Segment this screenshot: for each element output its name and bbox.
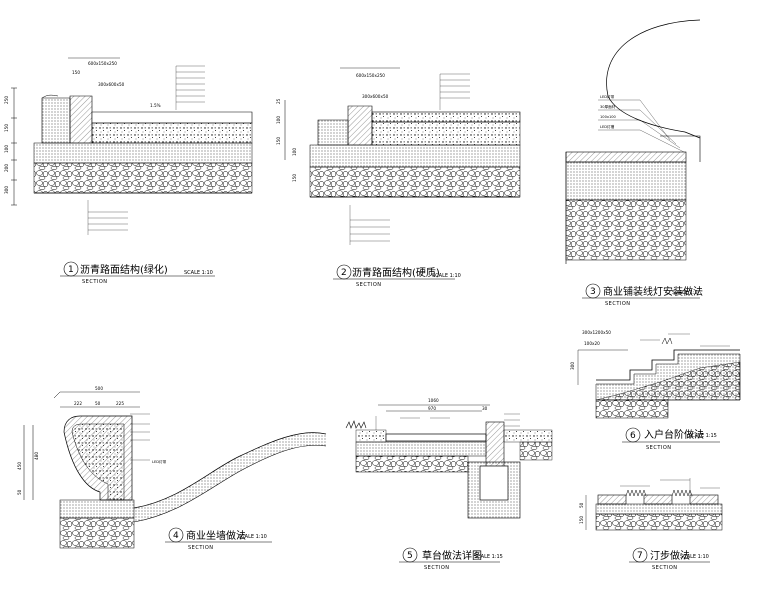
d3-ann-2: 100x100 xyxy=(600,115,617,119)
d5-sub: SECTION xyxy=(424,565,450,571)
detail-1: 250 150 100 200 300 600x150x250 150 300x… xyxy=(4,57,253,285)
detail-6: 300x1200x50 100x20 300 6 入户台阶做法 SCALE 1:… xyxy=(570,330,741,451)
d1-title: 沥青路面结构(绿化) xyxy=(80,263,168,276)
d6-dim-top-0: 300x1200x50 xyxy=(582,330,611,335)
d4-dim-top-0: 500 xyxy=(95,386,103,391)
d4-dim-left-2: 480 xyxy=(34,452,39,460)
d2-dim-top-1: 300x600x50 xyxy=(362,94,389,99)
d6-sub: SECTION xyxy=(646,445,672,451)
d7-dim-left-1: 150 xyxy=(579,516,584,524)
d7-title: 汀步做法 xyxy=(650,549,690,562)
d4-ann-0: LED灯带 xyxy=(152,459,167,464)
d1-dim-top-1: 150 xyxy=(72,70,80,75)
d5-dim-top-1: 970 xyxy=(428,406,436,411)
d2-dim-left-1: 100 xyxy=(276,116,281,124)
detail-5: 1060 970 30 5 草台做法详图 SCALE 1:15 SECTION xyxy=(345,398,553,571)
d6-number: 6 xyxy=(630,431,636,441)
d4-dim-left-0: 450 xyxy=(17,462,22,470)
d4-number: 4 xyxy=(173,531,179,541)
d4-dim-top-3: 225 xyxy=(116,401,124,406)
d2-number: 2 xyxy=(341,268,347,278)
d1-dim-left-4: 300 xyxy=(4,186,9,194)
d3-scale: SCALE 1:5 xyxy=(672,290,698,296)
d7-number: 7 xyxy=(637,551,643,561)
d6-title: 入户台阶做法 xyxy=(644,428,704,441)
d1-slope: 1.5% xyxy=(150,103,161,108)
d1-dim-left-2: 100 xyxy=(4,145,9,153)
d3-ann-3: LED灯槽 xyxy=(600,124,615,129)
d1-number: 1 xyxy=(68,265,74,275)
d3-ann-0: LED灯带 xyxy=(600,94,615,99)
d5-scale: SCALE 1:15 xyxy=(474,554,503,560)
d5-dim-top-0: 1060 xyxy=(428,398,439,403)
d7-dim-left-0: 50 xyxy=(579,502,584,508)
d6-dim-left-0: 300 xyxy=(570,362,575,370)
d4-sub: SECTION xyxy=(188,545,214,551)
d4-dim-top-2: 50 xyxy=(95,401,101,406)
d5-number: 5 xyxy=(407,551,413,561)
detail-3: LED灯带 30厚面材 100x100 LED灯槽 3 商业铺装线灯安装做法 S… xyxy=(565,19,703,307)
d4-dim-top-1: 222 xyxy=(74,401,82,406)
d3-title: 商业铺装线灯安装做法 xyxy=(603,285,703,298)
d4-scale: SCALE 1:10 xyxy=(238,534,267,540)
d3-number: 3 xyxy=(590,287,596,297)
d3-sub: SECTION xyxy=(605,301,631,307)
d5-dim-top-2: 30 xyxy=(482,406,488,411)
d2-dim-top-0: 600x150x250 xyxy=(356,73,385,78)
d2-dim-left-2: 150 xyxy=(276,137,281,145)
d6-dim-top-1: 100x20 xyxy=(584,341,600,346)
d1-dim-top-0: 600x150x250 xyxy=(88,61,117,66)
d2-scale: SCALE 1:10 xyxy=(432,273,461,279)
d2-dim-left-4: 150 xyxy=(292,174,297,182)
d5-title: 草台做法详图 xyxy=(422,549,482,562)
d1-scale: SCALE 1:10 xyxy=(184,270,213,276)
detail-2: 25 100 150 100 150 600x150x250 300x600x5… xyxy=(276,67,521,288)
detail-7: 50 150 7 汀步做法 SCALE 1:10 SECTION xyxy=(579,478,723,571)
d2-dim-left-0: 25 xyxy=(276,98,281,104)
d2-dim-left-3: 100 xyxy=(292,148,297,156)
d1-dim-left-3: 200 xyxy=(4,164,9,172)
d2-sub: SECTION xyxy=(356,282,382,288)
d7-scale: SCALE 1:10 xyxy=(680,554,709,560)
d4-dim-left-1: 50 xyxy=(17,489,22,495)
d3-ann-1: 30厚面材 xyxy=(600,104,616,109)
d1-sub: SECTION xyxy=(82,279,108,285)
d2-title: 沥青路面结构(硬质) xyxy=(352,266,440,279)
d7-sub: SECTION xyxy=(652,565,678,571)
d1-dim-top-2: 300x600x50 xyxy=(98,82,125,87)
d1-dim-left-1: 150 xyxy=(4,124,9,132)
d1-dim-left-0: 250 xyxy=(4,96,9,104)
d6-scale: SCALE 1:15 xyxy=(688,433,717,439)
d4-title: 商业坐墙做法 xyxy=(186,529,246,542)
detail-4: 500 222 50 225 450 50 480 LED灯带 4 商业坐墙做法… xyxy=(17,386,327,551)
